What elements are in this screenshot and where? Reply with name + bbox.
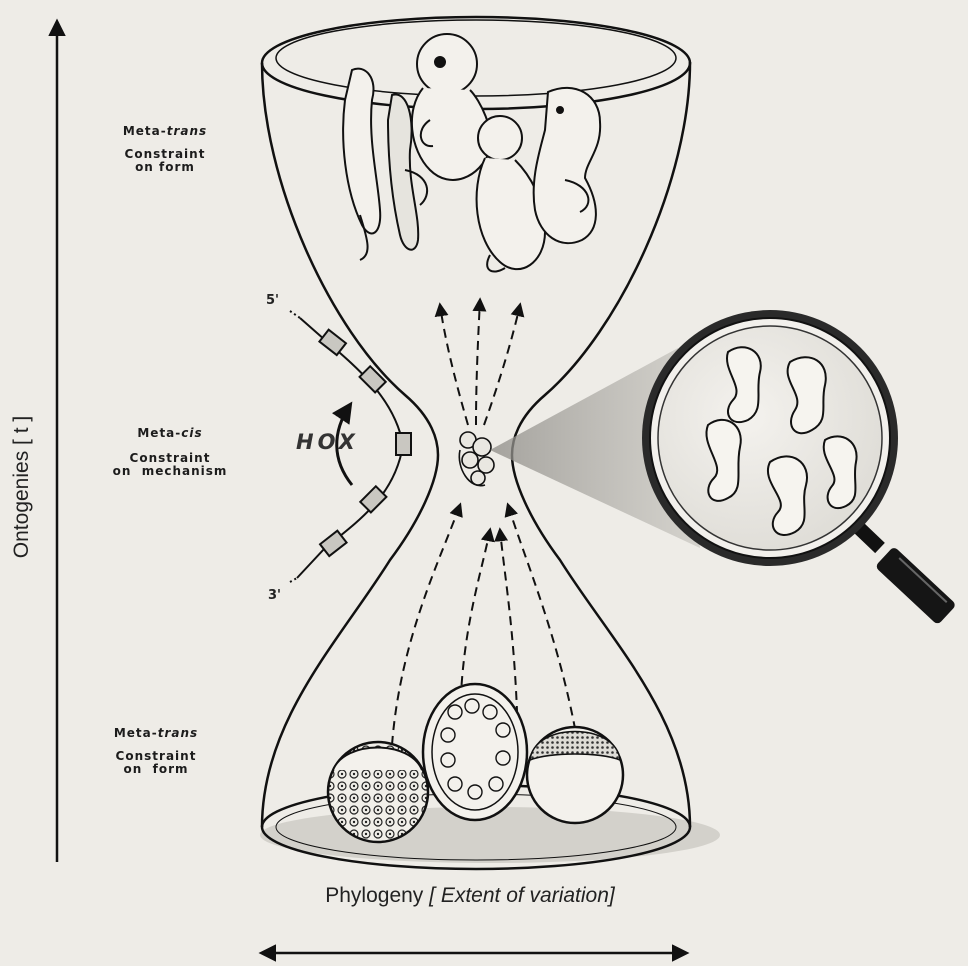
- top-level-suffix: trans: [167, 124, 207, 138]
- hox-label: HOX: [296, 430, 359, 454]
- bottom-level-prefix: Meta-: [114, 726, 158, 740]
- top-level-title: Meta-trans: [105, 124, 225, 138]
- phylogeny-label-main: Phylogeny: [325, 884, 423, 907]
- phylotypic-embryo-cluster: [459, 432, 494, 486]
- phylogeny-label-italic: [ Extent of variation]: [429, 884, 615, 907]
- middle-level-label: Meta-cis Constraint on mechanism: [100, 426, 240, 478]
- middle-level-prefix: Meta-: [137, 426, 181, 440]
- middle-level-on-mechanism: on mechanism: [100, 465, 240, 478]
- phylogeny-axis-label: Phylogeny [ Extent of variation]: [325, 884, 615, 908]
- top-level-label: Meta-trans Constraint on form: [105, 124, 225, 174]
- bottom-level-label: Meta-trans Constraint on form: [96, 726, 216, 776]
- top-level-on-form: on form: [105, 161, 225, 174]
- egg-icon: [328, 684, 623, 842]
- bottom-level-on-form: on form: [96, 763, 216, 776]
- three-prime-label: 3': [268, 588, 281, 603]
- bottom-level-title: Meta-trans: [96, 726, 216, 740]
- upper-flow-arrows: [440, 300, 520, 425]
- middle-level-suffix: cis: [181, 426, 202, 440]
- middle-level-title: Meta-cis: [100, 426, 240, 440]
- ontogenies-axis-label: Ontogenies [ t ]: [10, 416, 34, 558]
- bottom-level-suffix: trans: [158, 726, 198, 740]
- top-level-prefix: Meta-: [123, 124, 167, 138]
- five-prime-label: 5': [266, 293, 279, 308]
- fetus-icon: [343, 34, 600, 272]
